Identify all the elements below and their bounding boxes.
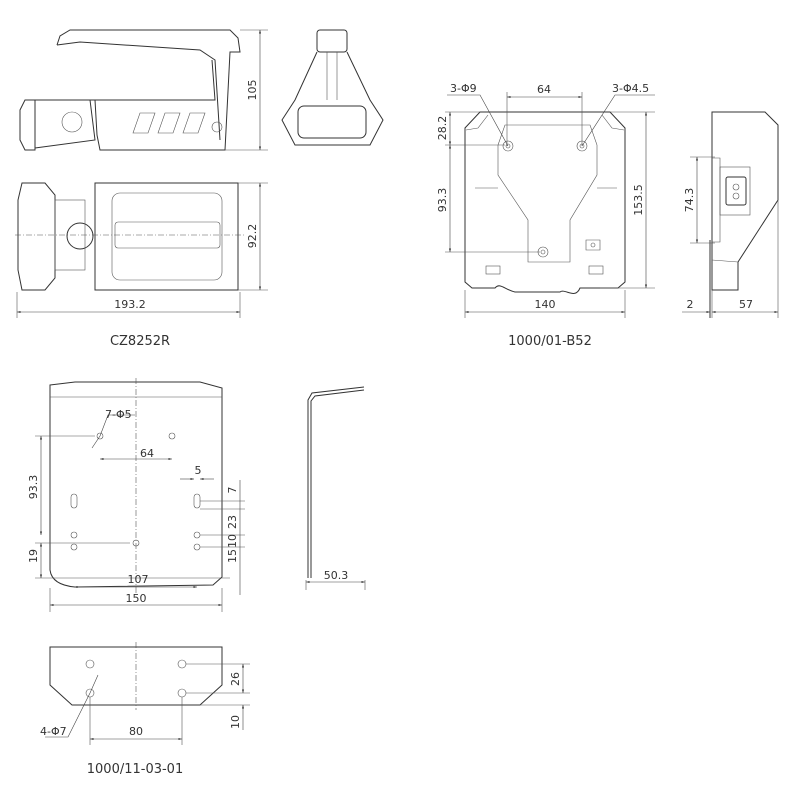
dim-15: 15 — [226, 549, 239, 563]
dim-92-2: 92.2 — [246, 224, 259, 249]
dim-26: 26 — [229, 672, 242, 686]
bracket-side-view — [307, 386, 365, 578]
cz8252r-dimensions: 105 92.2 193.2 — [16, 29, 268, 318]
dim-5: 5 — [195, 464, 202, 477]
dim-10: 10 — [226, 534, 239, 548]
dim-93-3: 93.3 — [436, 188, 449, 213]
dim-105: 105 — [246, 80, 259, 101]
dim-23: 23 — [226, 515, 239, 529]
dim-107: 107 — [128, 573, 149, 586]
dim-64-bracket: 64 — [140, 447, 154, 460]
drawing-label-cz8252r: CZ8252R — [110, 334, 170, 349]
dim-93-3-bracket: 93.3 — [27, 475, 40, 500]
dim-50-3: 50.3 — [324, 569, 349, 582]
dim-64: 64 — [537, 83, 551, 96]
dim-28-2: 28.2 — [436, 116, 449, 141]
dim-19: 19 — [27, 549, 40, 563]
cz8252r-front-view — [281, 29, 384, 146]
dim-57: 57 — [739, 298, 753, 311]
hole-callout-3-phi9: 3-Φ9 — [450, 82, 477, 95]
dim-150: 150 — [126, 592, 147, 605]
dim-2: 2 — [687, 298, 694, 311]
hole-callout-4-phi7: 4-Φ7 — [40, 725, 67, 738]
dim-80: 80 — [129, 725, 143, 738]
cz8252r-top-view — [15, 182, 245, 291]
hole-callout-3-phi4-5: 3-Φ4.5 — [612, 82, 649, 95]
hole-callout-7-phi5: 7-Φ5 — [105, 408, 132, 421]
bracket-front-view — [49, 378, 223, 595]
dim-74-3: 74.3 — [683, 188, 696, 213]
dim-153-5: 153.5 — [632, 184, 645, 216]
dim-140: 140 — [535, 298, 556, 311]
drawing-label-1000-11-03-01: 1000/11-03-01 — [87, 762, 183, 777]
bracket-bottom-view — [49, 642, 223, 710]
b52-side-view — [709, 111, 779, 318]
dim-7: 7 — [226, 487, 239, 494]
dim-193-2: 193.2 — [114, 298, 146, 311]
bottom-dimensions: 26 10 4-Φ7 80 — [40, 663, 250, 745]
drawing-label-1000-01-b52: 1000/01-B52 — [508, 334, 592, 349]
b52-dimensions: 64 3-Φ9 3-Φ4.5 28.2 93.3 153.5 140 74.3 … — [436, 82, 779, 318]
b52-front-view — [464, 111, 626, 294]
dim-10-bottom: 10 — [229, 715, 242, 729]
cz8252r-side-view — [19, 29, 241, 151]
bracket-dimensions: 7-Φ5 64 5 93.3 19 7 23 10 15 107 150 50.… — [27, 408, 366, 612]
